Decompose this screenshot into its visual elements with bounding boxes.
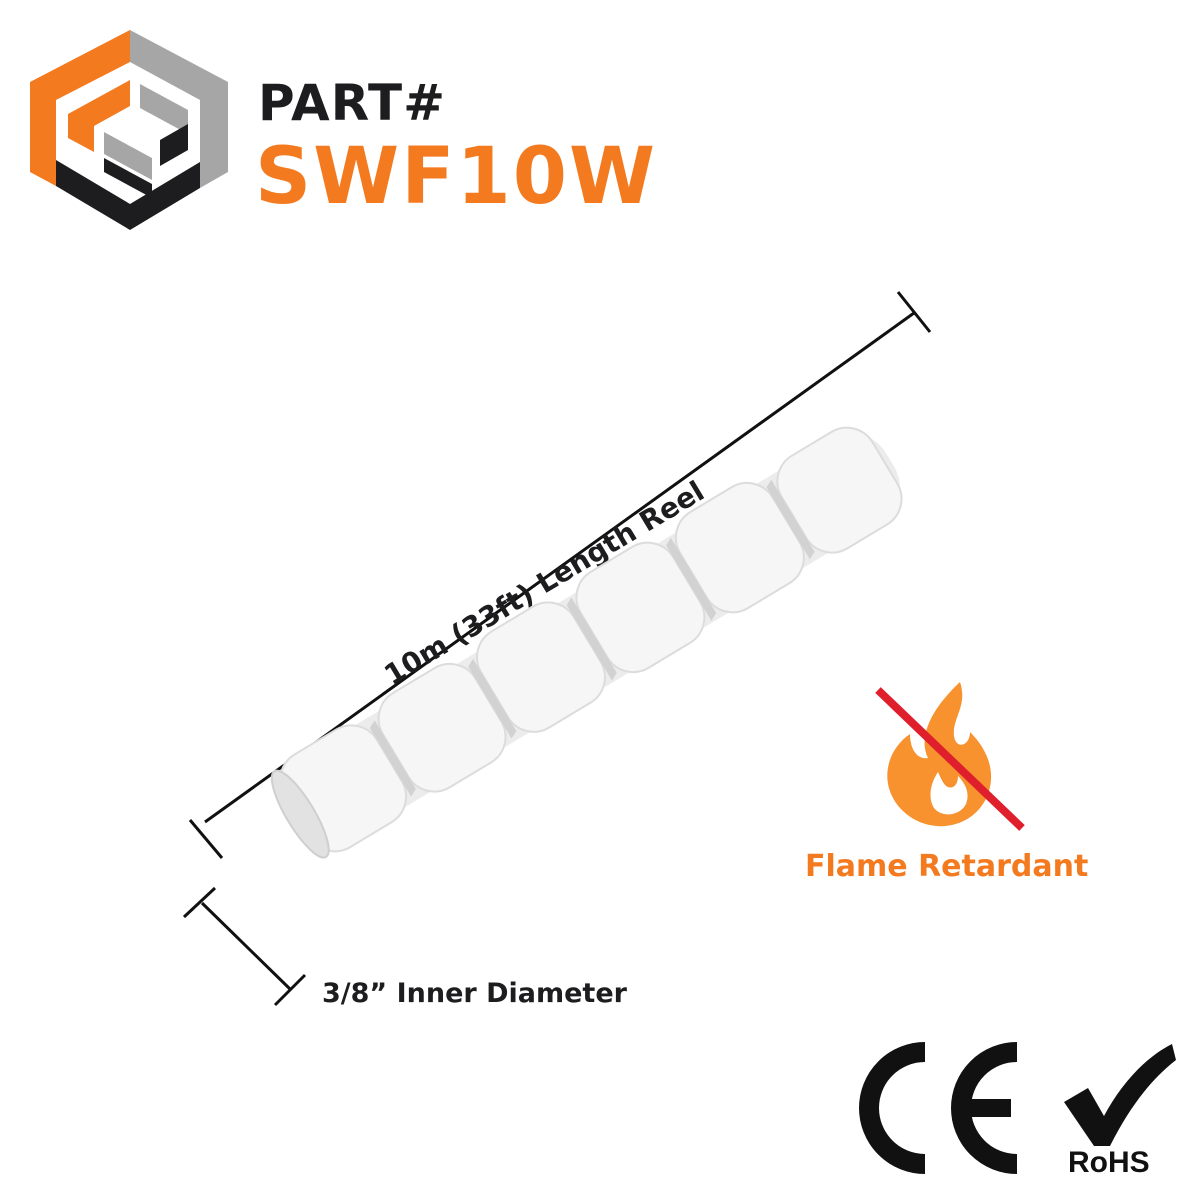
flame-crossed-icon [875,682,1025,831]
rohs-label: RoHS [1068,1146,1150,1179]
part-label: PART# [258,74,447,132]
spiral-wrap-tube-image [270,426,903,859]
flame-retardant-label: Flame Retardant [805,849,1089,884]
rohs-check-icon [1064,1044,1176,1146]
diameter-tick-top [182,886,217,919]
brand-logo-icon [30,30,228,230]
ce-mark-icon [859,1042,1018,1174]
diameter-dimension-line [200,901,293,992]
length-tick-left [188,819,224,859]
diameter-tick-bottom [273,973,307,1007]
length-tick-right [896,291,932,333]
part-number: SWF10W [255,132,658,222]
diameter-label: 3/8” Inner Diameter [322,978,627,1009]
